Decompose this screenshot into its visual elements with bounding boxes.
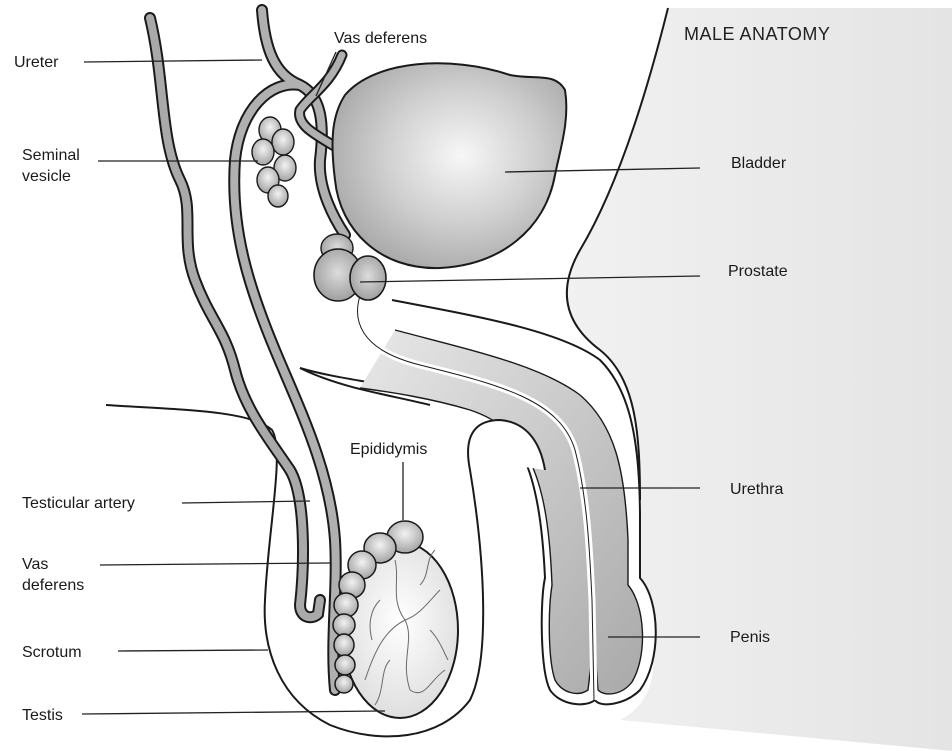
label-seminal-vesicle-line1: Seminal <box>22 147 80 164</box>
label-scrotum: Scrotum <box>22 644 82 661</box>
label-testis: Testis <box>22 707 63 724</box>
label-ureter: Ureter <box>14 54 59 71</box>
label-seminal-vesicle-line2: vesicle <box>22 168 71 185</box>
bladder-shape <box>332 63 566 268</box>
label-penis: Penis <box>730 629 770 646</box>
scrotum-shape <box>106 405 545 736</box>
seminal-vesicle <box>252 117 296 207</box>
diagram-title: MALE ANATOMY <box>684 24 830 44</box>
label-urethra: Urethra <box>730 481 783 498</box>
label-testicular-artery: Testicular artery <box>22 495 135 512</box>
label-vas-deferens-low-line1: Vas <box>22 556 48 573</box>
label-epididymis: Epididymis <box>350 441 427 458</box>
label-prostate: Prostate <box>728 263 788 280</box>
label-bladder: Bladder <box>731 155 787 172</box>
label-vas-deferens-top: Vas deferens <box>334 30 427 47</box>
label-vas-deferens-low-line2: deferens <box>22 577 84 594</box>
